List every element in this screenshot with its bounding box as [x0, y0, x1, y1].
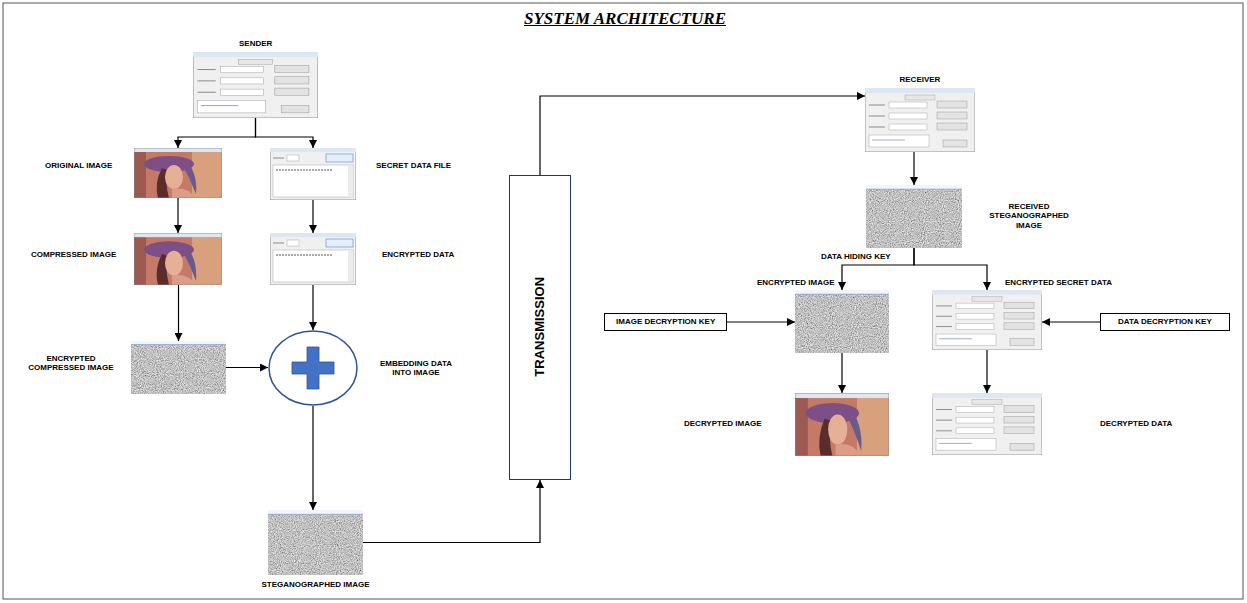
compressed-image	[134, 233, 222, 285]
edge-label: DATA HIDING KEY	[820, 252, 892, 262]
node-label: COMPRESSED IMAGE	[31, 250, 116, 260]
decrypted-image	[795, 393, 889, 456]
form-window	[932, 393, 1042, 455]
noise-image	[131, 341, 226, 394]
node-label: RECEIVED STEGANOGRAPHED IMAGE	[984, 202, 1074, 231]
plus-symbol	[292, 347, 334, 389]
noise-image	[795, 290, 889, 353]
key-box: DATA DECRYPTION KEY	[1100, 313, 1230, 331]
key-label: DATA DECRYPTION KEY	[1118, 317, 1212, 327]
connector-arrow	[727, 321, 795, 322]
vertical-label: TRANSMISSION	[532, 277, 548, 377]
node-label: ENCRYPTED COMPRESSED IMAGE	[23, 354, 119, 373]
node-label: DECRYPTED IMAGE	[684, 419, 762, 429]
image-node: ENCRYPTED DATA	[270, 233, 356, 285]
connector-arrow	[914, 248, 987, 290]
node-label: ENCRYPTED IMAGE	[757, 278, 835, 288]
connector-arrow	[1042, 321, 1100, 322]
receiver-window	[865, 88, 975, 152]
image-node: ENCRYPTED SECRET DATA	[932, 290, 1042, 350]
image-node: RECEIVER	[865, 88, 975, 152]
noise-image	[268, 510, 363, 575]
node-label: SENDER	[239, 39, 272, 49]
image-node: SENDER	[193, 52, 318, 118]
node-label: SECRET DATA FILE	[376, 161, 451, 171]
connector-arrow	[312, 285, 313, 330]
sender-window	[193, 52, 318, 118]
image-node: STEGANOGRAPHED IMAGE	[268, 510, 363, 575]
image-node: DECRYPTED DATA	[932, 393, 1042, 455]
image-node: SECRET DATA FILE	[270, 148, 356, 200]
image-node: DECRYPTED IMAGE	[795, 393, 889, 456]
connector-arrow	[178, 118, 256, 148]
connector-arrow	[841, 353, 842, 393]
key-label: IMAGE DECRYPTION KEY	[616, 317, 715, 327]
page-frame	[3, 3, 1243, 599]
image-node: ENCRYPTED COMPRESSED IMAGE	[131, 341, 226, 394]
embed-circle: EMBEDDING DATA INTO IMAGE	[268, 330, 358, 406]
key-box: IMAGE DECRYPTION KEY	[604, 313, 727, 331]
secret-file-window	[270, 148, 356, 200]
connector-arrow	[312, 200, 313, 233]
connector-arrow	[178, 285, 179, 341]
image-node: COMPRESSED IMAGE	[134, 233, 222, 285]
encrypted-data-window	[270, 233, 356, 285]
connector-arrow	[363, 480, 540, 543]
node-label: EMBEDDING DATA INTO IMAGE	[374, 359, 458, 378]
node-label: RECEIVER	[900, 75, 941, 85]
form-window	[932, 290, 1042, 350]
connector-arrow	[913, 152, 914, 185]
original-image	[134, 148, 222, 198]
node-label: ORIGINAL IMAGE	[45, 161, 112, 171]
node-label: STEGANOGRAPHED IMAGE	[262, 580, 370, 590]
node-label: ENCRYPTED SECRET DATA	[1005, 278, 1112, 288]
embed-circle-outline	[268, 330, 358, 406]
noise-image	[866, 185, 962, 248]
image-node: RECEIVED STEGANOGRAPHED IMAGE	[866, 185, 962, 248]
node-label: ENCRYPTED DATA	[382, 250, 454, 260]
diagram-title: SYSTEM ARCHITECTURE	[524, 9, 726, 29]
node-label: DECRYPTED DATA	[1100, 419, 1172, 429]
connector-arrow	[986, 350, 987, 393]
connector-arrow	[540, 96, 865, 175]
connector-arrow	[226, 367, 268, 368]
transmission-box: TRANSMISSION	[509, 175, 571, 480]
connector-arrow	[256, 118, 314, 148]
connector-arrow	[177, 198, 178, 233]
circle-outline	[269, 331, 357, 405]
image-node: ORIGINAL IMAGE	[134, 148, 222, 198]
image-node: ENCRYPTED IMAGE	[795, 290, 889, 353]
connector-arrow	[312, 406, 313, 510]
